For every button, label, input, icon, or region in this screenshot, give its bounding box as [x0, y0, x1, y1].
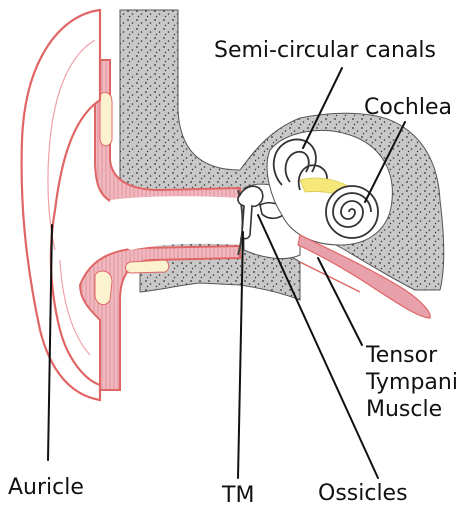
label-auricle: Auricle — [8, 475, 84, 500]
cartilage-lower-2 — [126, 260, 169, 273]
label-ossicles: Ossicles — [318, 481, 408, 506]
label-cochlea: Cochlea — [364, 95, 452, 120]
cartilage-lower-1 — [95, 271, 112, 305]
ear-canal — [110, 196, 240, 250]
label-semicircular-canals: Semi-circular canals — [214, 38, 436, 63]
cartilage-upper — [100, 92, 112, 145]
label-tensor-tympani-muscle: Tensor Tympani Muscle — [366, 342, 458, 423]
label-tensor-line-2: Tympani — [366, 369, 458, 396]
label-tensor-line-3: Muscle — [366, 396, 458, 423]
label-tensor-line-1: Tensor — [366, 342, 458, 369]
label-tm: TM — [222, 483, 254, 508]
auricle-shape — [22, 10, 100, 400]
